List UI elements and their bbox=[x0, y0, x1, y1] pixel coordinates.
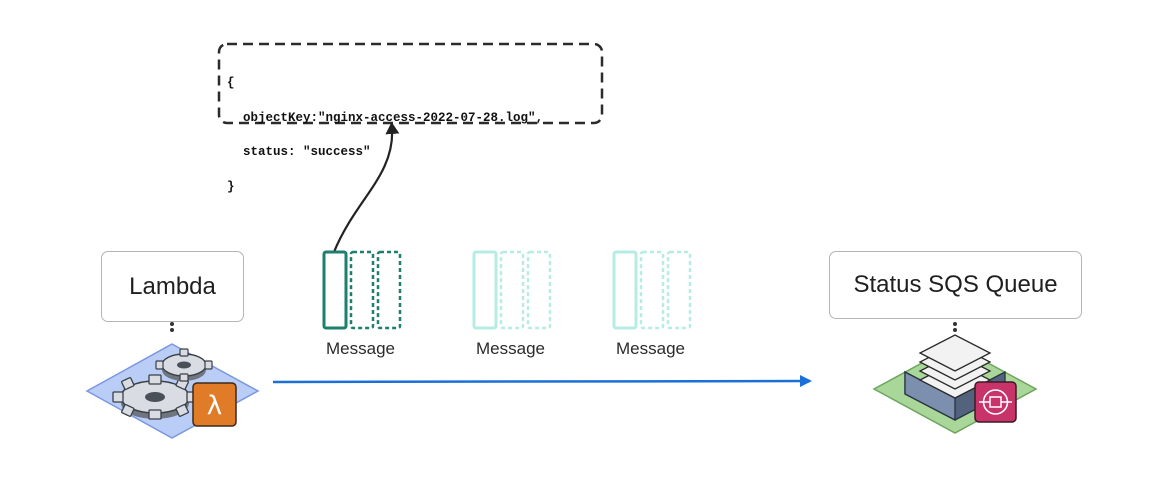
sqs-node-graphic bbox=[872, 334, 1038, 434]
sqs-label-box: Status SQS Queue bbox=[829, 251, 1082, 319]
lambda-label-box: Lambda bbox=[101, 251, 244, 322]
sqs-icon bbox=[974, 381, 1017, 423]
json-close-brace: } bbox=[227, 179, 235, 194]
message-label-1: Message bbox=[326, 339, 395, 358]
message-label-2: Message bbox=[476, 339, 545, 358]
lambda-icon: λ bbox=[192, 382, 237, 427]
sqs-connector bbox=[953, 322, 957, 332]
message-icon-3 bbox=[612, 250, 692, 330]
message-icon-1 bbox=[322, 250, 402, 330]
lambda-node-graphic: λ bbox=[85, 343, 260, 439]
flow-arrow bbox=[272, 375, 812, 388]
lambda-label: Lambda bbox=[129, 272, 216, 300]
sqs-label: Status SQS Queue bbox=[853, 271, 1058, 298]
message-to-note-arrow bbox=[332, 122, 400, 253]
json-note-border bbox=[217, 42, 604, 125]
json-line-object-key: objectKey:"nginx-access-2022-07-28.log", bbox=[243, 110, 544, 125]
message-icon-2 bbox=[472, 250, 552, 330]
gears-icon bbox=[112, 348, 213, 420]
svg-text:λ: λ bbox=[207, 391, 222, 421]
json-line-status: status: "success" bbox=[243, 145, 371, 159]
lambda-connector bbox=[170, 322, 174, 332]
json-note: { objectKey:"nginx-access-2022-07-28.log… bbox=[219, 44, 602, 192]
message-label-3: Message bbox=[616, 339, 685, 358]
json-open-brace: { bbox=[227, 76, 235, 90]
